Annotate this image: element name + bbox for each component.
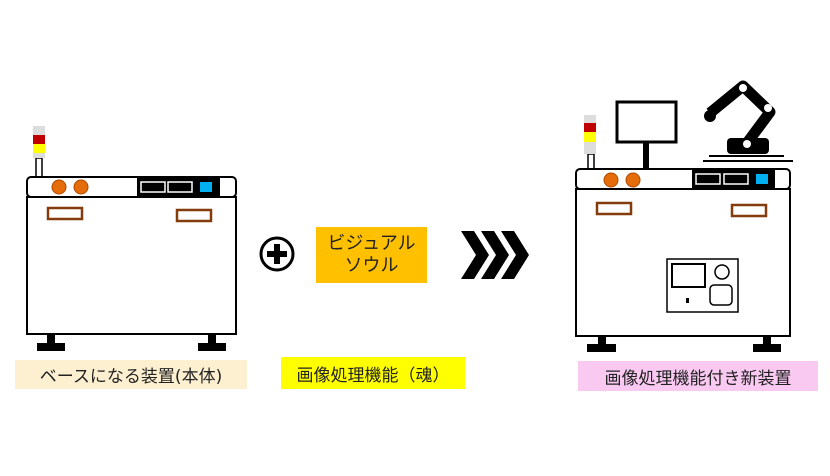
plus-circle-icon	[259, 236, 295, 272]
base-machine	[26, 126, 237, 351]
signal-tower-icon	[584, 115, 596, 170]
new-machine	[575, 80, 793, 352]
new-machine-label: 画像処理機能付き新装置	[578, 361, 818, 391]
triple-chevron-right-icon	[461, 231, 529, 279]
image-function-label: 画像処理機能（魂）	[281, 357, 465, 389]
robot-arm-icon	[703, 80, 793, 162]
monitor-icon	[615, 100, 678, 169]
control-panel-icon	[666, 258, 739, 313]
base-machine-label: ベースになる装置(本体)	[15, 360, 247, 389]
signal-tower-icon	[33, 126, 45, 178]
soul-line-1: ビジュアル	[327, 233, 416, 254]
visual-soul-box: ビジュアル ソウル	[316, 227, 427, 283]
soul-line-2: ソウル	[344, 255, 399, 276]
